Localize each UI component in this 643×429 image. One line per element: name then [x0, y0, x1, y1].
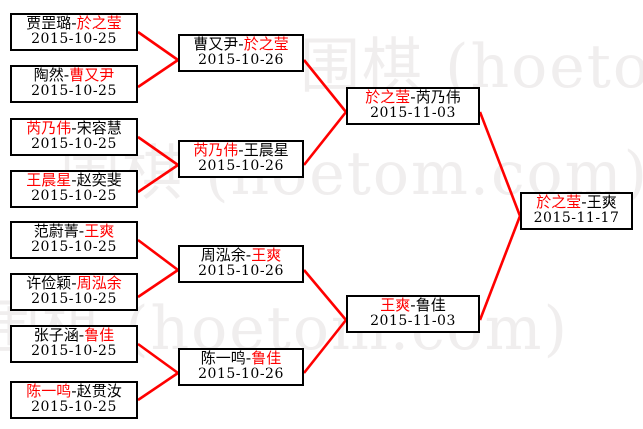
- match-pair: 王晨星-赵奕斐: [26, 171, 122, 189]
- player-right: 鲁佳: [251, 349, 282, 367]
- player-right: 赵贯汝: [76, 382, 122, 400]
- match-box-r1m5[interactable]: 范蔚菁-王爽 2015-10-25: [10, 221, 138, 259]
- match-box-r1m6[interactable]: 许俭颖-周泓余 2015-10-25: [10, 273, 138, 311]
- connector-r1m4-r2m2: [137, 163, 179, 194]
- player-right: 王爽: [84, 222, 115, 240]
- connector-r1m6-r2m3: [137, 268, 179, 299]
- match-box-r4m1[interactable]: 於之莹-王爽 2015-11-17: [520, 192, 633, 230]
- match-pair: 芮乃伟-宋容慧: [26, 119, 122, 137]
- player-left: 曹又尹: [193, 35, 239, 53]
- match-date: 2015-10-25: [31, 398, 117, 415]
- match-box-r2m4[interactable]: 陈一鸣-鲁佳 2015-10-26: [178, 348, 304, 386]
- player-right: 宋容慧: [76, 119, 122, 137]
- connector-r2m4-r3m2: [302, 319, 348, 374]
- connector-r1m5-r2m3: [137, 238, 179, 272]
- connector-r2m2-r3m1: [302, 111, 348, 166]
- match-date: 2015-10-26: [198, 262, 284, 279]
- match-pair: 许俭颖-周泓余: [26, 274, 122, 292]
- player-left: 於之莹: [536, 193, 582, 211]
- match-date: 2015-10-25: [31, 30, 117, 47]
- player-right: 鲁佳: [84, 326, 115, 344]
- player-left: 张子涵: [33, 326, 79, 344]
- match-box-r1m4[interactable]: 王晨星-赵奕斐 2015-10-25: [10, 170, 138, 208]
- match-box-r2m3[interactable]: 周泓余-王爽 2015-10-26: [178, 245, 304, 283]
- connector-r1m1-r2m1: [137, 30, 179, 62]
- match-box-r3m2[interactable]: 王爽-鲁佳 2015-11-03: [346, 295, 480, 333]
- player-right: 於之莹: [76, 14, 122, 32]
- player-left: 芮乃伟: [193, 141, 239, 159]
- connector-r1m7-r2m4: [137, 342, 179, 375]
- match-date: 2015-10-25: [31, 290, 117, 307]
- match-date: 2015-10-26: [198, 157, 284, 174]
- player-right: 曹又尹: [69, 66, 115, 84]
- player-left: 周泓余: [200, 246, 246, 264]
- match-date: 2015-11-03: [370, 312, 456, 329]
- player-right: 周泓余: [76, 274, 122, 292]
- player-right: 赵奕斐: [76, 171, 122, 189]
- match-pair: 范蔚菁-王爽: [33, 222, 115, 240]
- player-left: 范蔚菁: [33, 222, 79, 240]
- match-pair: 曹又尹-於之莹: [193, 35, 289, 53]
- connector-r3m1-r4m1: [478, 111, 522, 217]
- match-pair: 周泓余-王爽: [200, 246, 282, 264]
- match-box-r1m7[interactable]: 张子涵-鲁佳 2015-10-25: [10, 325, 138, 363]
- player-left: 许俭颖: [26, 274, 72, 292]
- match-box-r3m1[interactable]: 於之莹-芮乃伟 2015-11-03: [346, 87, 480, 125]
- match-pair: 於之莹-王爽: [536, 193, 617, 211]
- player-left: 於之莹: [365, 88, 411, 106]
- connector-r1m8-r2m4: [137, 371, 179, 402]
- match-date: 2015-10-26: [198, 51, 284, 68]
- player-right: 鲁佳: [415, 296, 446, 314]
- match-box-r2m2[interactable]: 芮乃伟-王晨星 2015-10-26: [178, 140, 304, 178]
- match-date: 2015-11-03: [370, 104, 456, 121]
- player-left: 陈一鸣: [26, 382, 72, 400]
- match-date: 2015-11-17: [533, 209, 620, 226]
- player-left: 陶然: [33, 66, 64, 84]
- match-box-r2m1[interactable]: 曹又尹-於之莹 2015-10-26: [178, 34, 304, 72]
- player-left: 陈一鸣: [200, 349, 246, 367]
- connector-r2m1-r3m1: [302, 59, 348, 113]
- match-pair: 张子涵-鲁佳: [33, 326, 115, 344]
- match-pair: 王爽-鲁佳: [380, 296, 446, 314]
- match-date: 2015-10-25: [31, 135, 117, 152]
- player-right: 王爽: [586, 193, 617, 211]
- match-pair: 陈一鸣-鲁佳: [200, 349, 282, 367]
- match-pair: 陈一鸣-赵贯汝: [26, 382, 122, 400]
- player-left: 贾罡璐: [26, 14, 72, 32]
- match-pair: 贾罡璐-於之莹: [26, 14, 122, 32]
- match-pair: 陶然-曹又尹: [33, 66, 115, 84]
- player-left: 王晨星: [26, 171, 72, 189]
- connector-r1m2-r2m1: [137, 58, 179, 89]
- player-left: 王爽: [380, 296, 411, 314]
- player-right: 王晨星: [243, 141, 289, 159]
- match-box-r1m2[interactable]: 陶然-曹又尹 2015-10-25: [10, 65, 138, 103]
- player-left: 芮乃伟: [26, 119, 72, 137]
- connector-r1m3-r2m2: [137, 135, 179, 167]
- match-date: 2015-10-25: [31, 82, 117, 99]
- player-right: 於之莹: [243, 35, 289, 53]
- match-date: 2015-10-25: [31, 238, 117, 255]
- connector-r2m3-r3m2: [303, 269, 347, 321]
- player-right: 王爽: [251, 246, 282, 264]
- match-box-r1m1[interactable]: 贾罡璐-於之莹 2015-10-25: [10, 13, 138, 51]
- connector-r3m2-r4m1: [478, 215, 522, 321]
- match-pair: 芮乃伟-王晨星: [193, 141, 289, 159]
- match-date: 2015-10-26: [198, 365, 284, 382]
- player-right: 芮乃伟: [415, 88, 461, 106]
- match-date: 2015-10-25: [31, 187, 117, 204]
- match-box-r1m8[interactable]: 陈一鸣-赵贯汝 2015-10-25: [10, 381, 138, 419]
- match-date: 2015-10-25: [31, 342, 117, 359]
- match-pair: 於之莹-芮乃伟: [365, 88, 461, 106]
- match-box-r1m3[interactable]: 芮乃伟-宋容慧 2015-10-25: [10, 118, 138, 156]
